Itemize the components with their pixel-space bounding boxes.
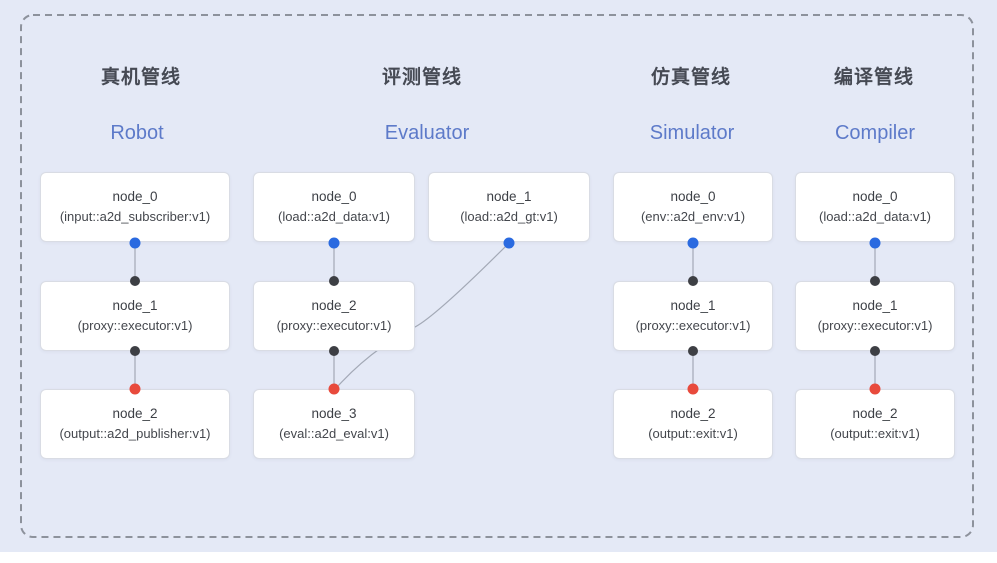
node-evaluator-node0: node_0 (load::a2d_data:v1) [253, 172, 415, 242]
node-simulator-node0: node_0 (env::a2d_env:v1) [613, 172, 773, 242]
node-name: node_1 [486, 189, 532, 205]
node-evaluator-node2: node_2 (proxy::executor:v1) [253, 281, 415, 351]
node-type: (eval::a2d_eval:v1) [279, 426, 389, 442]
node-name: node_1 [670, 298, 716, 314]
node-evaluator-node3: node_3 (eval::a2d_eval:v1) [253, 389, 415, 459]
node-robot-node2: node_2 (output::a2d_publisher:v1) [40, 389, 230, 459]
node-type: (env::a2d_env:v1) [640, 209, 746, 225]
pipeline-title-zh-robot: 真机管线 [100, 67, 181, 88]
node-type: (load::a2d_data:v1) [818, 209, 932, 225]
node-type: (output::exit:v1) [830, 426, 920, 442]
node-name: node_0 [311, 189, 357, 205]
node-type: (proxy::executor:v1) [635, 318, 751, 334]
pipeline-title-en-compiler: Compiler [834, 122, 916, 144]
pipeline-title-zh-evaluator: 评测管线 [381, 67, 462, 88]
node-simulator-node1: node_1 (proxy::executor:v1) [613, 281, 773, 351]
node-type: (proxy::executor:v1) [77, 318, 193, 334]
node-name: node_2 [670, 406, 716, 422]
node-type: (input::a2d_subscriber:v1) [59, 209, 211, 225]
node-name: node_1 [112, 298, 158, 314]
node-compiler-node0: node_0 (load::a2d_data:v1) [795, 172, 955, 242]
node-type: (load::a2d_data:v1) [277, 209, 391, 225]
node-simulator-node2: node_2 (output::exit:v1) [613, 389, 773, 459]
node-name: node_0 [670, 189, 716, 205]
node-name: node_2 [112, 406, 158, 422]
node-name: node_0 [112, 189, 158, 205]
pipeline-title-en-evaluator: Evaluator [384, 122, 470, 144]
node-robot-node0: node_0 (input::a2d_subscriber:v1) [40, 172, 230, 242]
node-name: node_0 [852, 189, 898, 205]
node-name: node_3 [311, 406, 357, 422]
node-name: node_1 [852, 298, 898, 314]
node-name: node_2 [311, 298, 357, 314]
node-type: (output::exit:v1) [648, 426, 738, 442]
pipeline-title-zh-compiler: 编译管线 [833, 67, 914, 88]
node-name: node_2 [852, 406, 898, 422]
node-compiler-node2: node_2 (output::exit:v1) [795, 389, 955, 459]
node-evaluator-node1: node_1 (load::a2d_gt:v1) [428, 172, 590, 242]
node-robot-node1: node_1 (proxy::executor:v1) [40, 281, 230, 351]
node-compiler-node1: node_1 (proxy::executor:v1) [795, 281, 955, 351]
node-type: (load::a2d_gt:v1) [460, 209, 558, 225]
node-type: (output::a2d_publisher:v1) [59, 426, 211, 442]
node-type: (proxy::executor:v1) [817, 318, 933, 334]
node-type: (proxy::executor:v1) [276, 318, 392, 334]
pipeline-title-en-robot: Robot [110, 122, 164, 144]
